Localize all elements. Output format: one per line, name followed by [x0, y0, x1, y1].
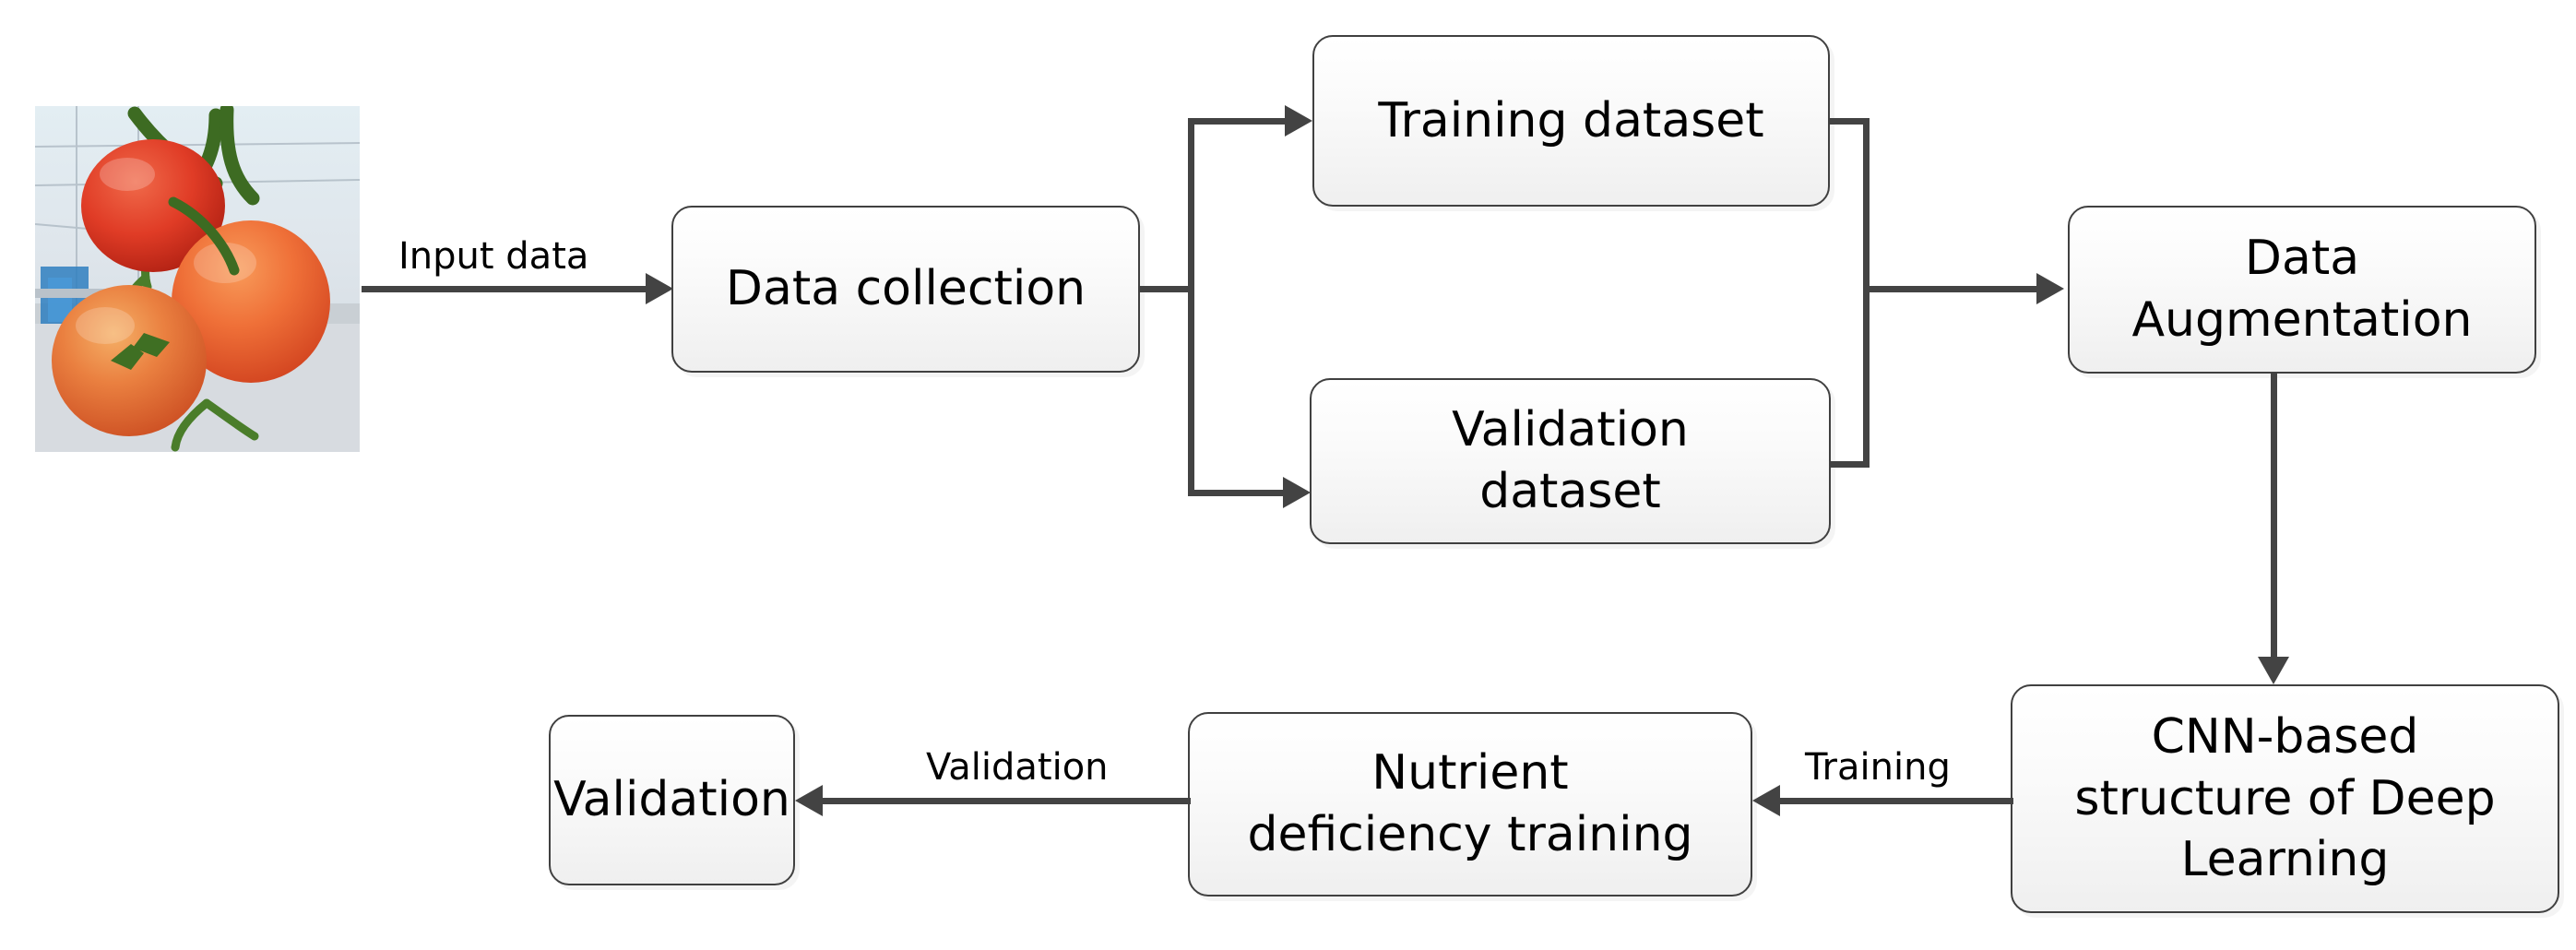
- edge-merge-riser: [1863, 118, 1870, 468]
- edge-merge-training-line: [1830, 118, 1870, 125]
- node-cnn-based-structure-of-deep-learning[interactable]: CNN-based structure of Deep Learning: [2011, 684, 2559, 913]
- edge-merge-validation-line: [1831, 461, 1870, 468]
- edge-split-training-arrowhead: [1285, 105, 1312, 137]
- node-data-collection[interactable]: Data collection: [671, 206, 1140, 373]
- edge-validation-arrowhead: [795, 785, 823, 816]
- edge-split-training-line: [1188, 118, 1288, 125]
- edge-label-input-data: Input data: [398, 235, 589, 278]
- node-nutrient-deficiency-training[interactable]: Nutrient deficiency training: [1188, 712, 1752, 897]
- edge-input-data-line: [362, 286, 647, 292]
- node-validation-dataset[interactable]: Validation dataset: [1310, 378, 1831, 544]
- edge-input-data-arrowhead: [646, 273, 673, 304]
- edge-validation-line: [823, 798, 1191, 804]
- edge-label-training: Training: [1805, 746, 1951, 789]
- edge-augment-to-cnn-line: [2271, 374, 2277, 659]
- node-training-dataset[interactable]: Training dataset: [1312, 35, 1830, 207]
- tomato-photo-illustration: [35, 106, 360, 452]
- edge-augment-to-cnn-arrowhead: [2258, 657, 2289, 684]
- edge-training-line: [1780, 798, 2013, 804]
- edge-merge-augment-line: [1863, 286, 2038, 292]
- edge-split-trunk-line: [1140, 286, 1194, 292]
- edge-split-validation-arrowhead: [1283, 477, 1311, 508]
- edge-label-validation: Validation: [926, 746, 1109, 789]
- node-validation[interactable]: Validation: [549, 715, 795, 885]
- node-data-augmentation[interactable]: Data Augmentation: [2068, 206, 2536, 374]
- edge-merge-augment-arrowhead: [2036, 273, 2064, 304]
- edge-split-trunk-riser: [1188, 118, 1194, 496]
- tomato-cluster-photo: [35, 106, 360, 452]
- edge-split-validation-line: [1188, 490, 1286, 496]
- edge-training-arrowhead: [1752, 785, 1780, 816]
